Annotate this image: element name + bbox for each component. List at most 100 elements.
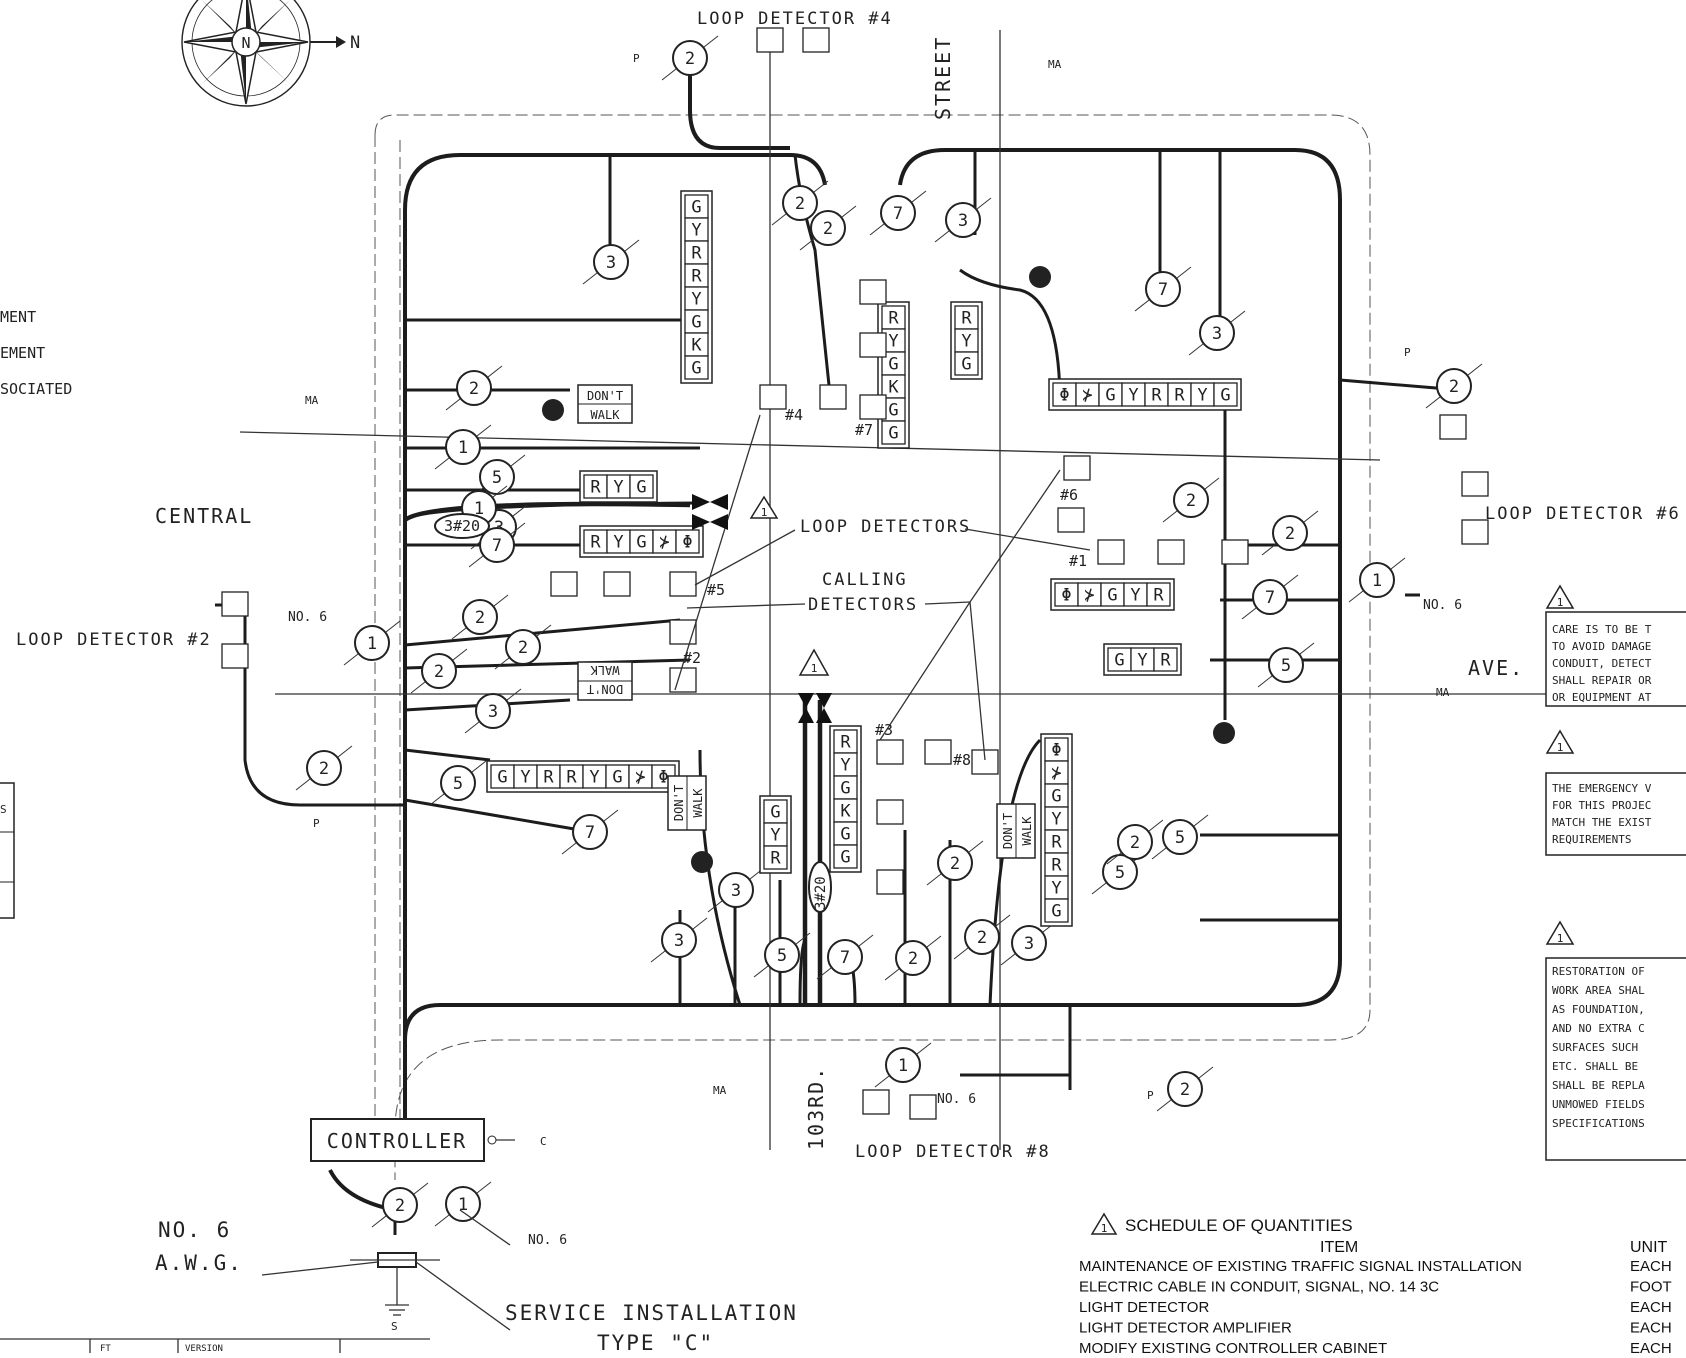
- signal-lens-label: Y: [613, 478, 623, 498]
- pole-p-south: P: [1147, 1089, 1154, 1102]
- title-block-fragment: [0, 1338, 430, 1353]
- callout-number: 3: [488, 702, 498, 722]
- loop-detector-box-15: [550, 571, 578, 597]
- signal-lens-label: Y: [1051, 810, 1061, 830]
- cable-callout-32: 1: [1348, 557, 1406, 603]
- schedule-unit: EACH: [1630, 1340, 1672, 1353]
- ped-dont: DON'T: [672, 785, 686, 821]
- schedule-unit: EACH: [1630, 1320, 1672, 1337]
- callout-number: 2: [518, 638, 528, 658]
- note1-line-2: TO AVOID DAMAGE: [1552, 640, 1651, 653]
- revision-delta-icon: [749, 495, 1575, 1235]
- note1-line-5: OR EQUIPMENT AT: [1552, 691, 1652, 704]
- signal-lens-label: Φ: [658, 768, 668, 788]
- loop-detector-box-12: [1221, 539, 1249, 565]
- signal-lens-label: G: [636, 533, 646, 553]
- schedule-item: MODIFY EXISTING CONTROLLER CABINET: [1079, 1340, 1387, 1353]
- callout-number: 1: [1372, 571, 1382, 591]
- callout-number: 3: [606, 253, 616, 273]
- signal-lens-label: R: [1174, 386, 1185, 406]
- cable-callout-29: 5: [1257, 642, 1315, 688]
- controller-cabinet: [310, 1118, 515, 1162]
- loop-detector-box-13: [1461, 471, 1489, 497]
- no6-awg-label-1: NO. 6: [158, 1218, 231, 1242]
- cable-3-20-tag-west: [434, 513, 490, 539]
- footer-version: VERSION: [185, 1344, 223, 1353]
- cable-callout-18: 2: [494, 624, 552, 670]
- callout-number: 5: [777, 946, 787, 966]
- note-box-2: [1545, 772, 1686, 856]
- ped-walk: WALK: [691, 788, 705, 818]
- callout-number: 7: [492, 536, 502, 556]
- signal-lens-label: Y: [691, 290, 701, 310]
- schedule-unit: FOOT: [1630, 1279, 1672, 1296]
- loop-detector-box-7: [859, 394, 887, 420]
- schedule-item: MAINTENANCE OF EXISTING TRAFFIC SIGNAL I…: [1079, 1258, 1522, 1275]
- loop-detector-box-2: [802, 27, 830, 53]
- detector-7-label: #7: [855, 421, 873, 439]
- street-103rd: 103RD.: [804, 1066, 828, 1150]
- no6-label-east: NO. 6: [1423, 598, 1462, 613]
- note3-line-5: SURFACES SUCH: [1552, 1041, 1638, 1054]
- loop-detector-box-9: [1057, 507, 1085, 533]
- callout-number: 7: [1158, 280, 1168, 300]
- callout-number: 3: [674, 931, 684, 951]
- signal-lens-label: G: [1107, 586, 1117, 606]
- loop-detector-6-label: LOOP DETECTOR #6: [1485, 504, 1681, 524]
- cable-callout-22: 5: [429, 760, 487, 806]
- cable-callout-16: 2: [451, 594, 509, 640]
- detector-2-label: #2: [683, 649, 701, 667]
- cable-callout-35: 2: [884, 935, 942, 981]
- cable-callout-39: 5: [1151, 814, 1209, 860]
- signal-lens-label: G: [497, 768, 507, 788]
- cable-3-20-tag-south: [808, 861, 832, 913]
- callout-number: 2: [685, 49, 695, 69]
- callout-number: 7: [840, 948, 850, 968]
- loop-detector-2-label: LOOP DETECTOR #2: [16, 630, 212, 650]
- pole-p-north: P: [633, 52, 640, 65]
- callout-number: 5: [1115, 863, 1125, 883]
- note-box-1: [1545, 611, 1686, 707]
- cable-callout-31: 2: [1261, 510, 1319, 556]
- signal-lens-label: G: [840, 779, 850, 799]
- signal-lens-label: Y: [1128, 386, 1138, 406]
- loop-detector-box-27: [862, 1089, 890, 1115]
- callout-number: 3: [731, 881, 741, 901]
- left-fragment-3: SOCIATED: [0, 380, 72, 398]
- cable-callout-28: 7: [1241, 574, 1299, 620]
- callout-number: 3: [1024, 934, 1034, 954]
- callout-number: 7: [893, 204, 903, 224]
- note2-line-3: MATCH THE EXIST: [1552, 816, 1652, 829]
- signal-lens-label: G: [612, 768, 622, 788]
- signal-lens-label: Y: [691, 221, 701, 241]
- signal-lens-label: ⊁: [1051, 764, 1061, 784]
- signal-lens-label: G: [1114, 651, 1124, 671]
- detector-6-label: #6: [1060, 486, 1078, 504]
- signal-lens-label: G: [691, 198, 701, 218]
- signal-lens-label: ⊁: [659, 533, 669, 553]
- pole-ma-south: MA: [713, 1084, 727, 1097]
- signal-lens-label: Y: [888, 332, 898, 352]
- callout-number: 5: [492, 468, 502, 488]
- loop-detector-box-22: [876, 739, 904, 765]
- signal-lens-label: Y: [840, 756, 850, 776]
- cable-callout-7: 7: [1134, 266, 1192, 312]
- note3-line-2: WORK AREA SHAL: [1552, 984, 1645, 997]
- callout-number: 5: [453, 774, 463, 794]
- street-lines: [239, 30, 1686, 1150]
- cable-callout-10: 2: [445, 365, 503, 411]
- callout-number: 2: [1186, 491, 1196, 511]
- compass-rose-icon: [181, 0, 346, 107]
- cable-callout-3: 2: [771, 180, 829, 226]
- callout-number: 2: [1180, 1080, 1190, 1100]
- signal-lens-label: Y: [1137, 651, 1147, 671]
- no6-awg-label-2: A.W.G.: [155, 1251, 243, 1275]
